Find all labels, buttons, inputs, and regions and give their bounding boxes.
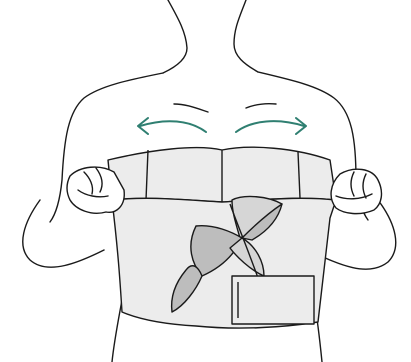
dressing-label-patch (232, 276, 314, 324)
curved-arrow-left-icon (138, 118, 206, 134)
left-waist-line (112, 300, 122, 362)
left-hand (67, 167, 124, 213)
neck-right-line (234, 0, 258, 72)
bandage-wrap (112, 197, 336, 329)
right-collarbone (246, 104, 276, 108)
neck-left-line (163, 0, 187, 73)
left-hand-fist (67, 167, 124, 213)
curved-arrow-right-icon (236, 118, 306, 134)
left-collarbone (174, 104, 208, 112)
bandage-top-strip (108, 147, 336, 202)
right-hand-fist (331, 169, 381, 213)
right-hand (331, 169, 381, 213)
